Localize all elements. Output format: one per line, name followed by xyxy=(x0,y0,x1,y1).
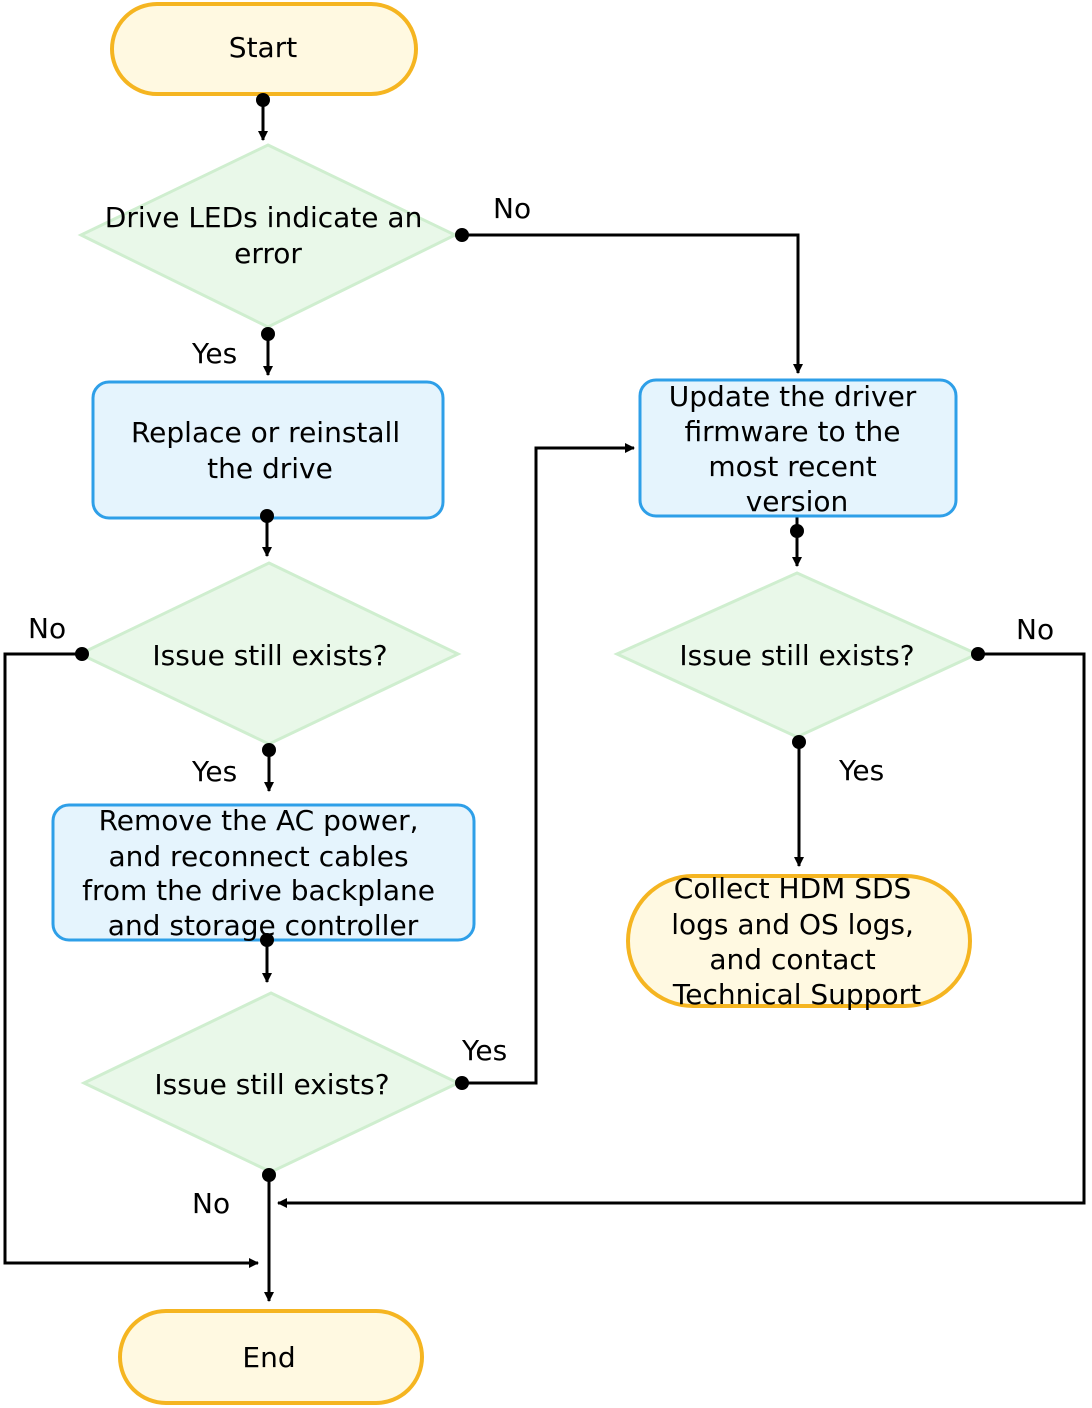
connector-dot xyxy=(455,1076,469,1090)
node-remove-ac-power: Remove the AC power, and reconnect cable… xyxy=(51,803,476,942)
replace-drive-label: Replace or reinstall the drive xyxy=(131,416,409,485)
node-replace-drive: Replace or reinstall the drive xyxy=(91,380,445,520)
process-box xyxy=(91,380,445,520)
edge-label-d4-yes: Yes xyxy=(838,754,884,787)
node-update-firmware: Update the driver firmware to the most r… xyxy=(638,378,958,518)
edge-label-d3-yes: Yes xyxy=(461,1034,507,1067)
end-terminal-shape xyxy=(118,1309,424,1405)
contact-support-label: Collect HDM SDS logs and OS logs, and co… xyxy=(671,872,923,1011)
connector-dot xyxy=(792,735,806,749)
connector-dot xyxy=(262,743,276,757)
edge-label-d3-no: No xyxy=(192,1187,230,1220)
connector-dot xyxy=(262,1168,276,1182)
edge-d3-yes-to-p3 xyxy=(462,443,635,1085)
edge-labels: No Yes No Yes Yes No No Yes xyxy=(28,192,1054,1220)
issue-exists-3-label: Issue still exists? xyxy=(679,639,914,672)
node-contact-support: Collect HDM SDS logs and OS logs, and co… xyxy=(626,872,972,1011)
decision-diamond xyxy=(77,143,459,329)
connector-dot xyxy=(261,327,275,341)
remove-ac-power-label: Remove the AC power, and reconnect cable… xyxy=(82,804,444,942)
edge-label-d2-no: No xyxy=(28,612,66,645)
drive-leds-label: Drive LEDs indicate an error xyxy=(105,201,431,270)
connector-dot xyxy=(260,933,274,947)
node-start: Start xyxy=(110,2,418,96)
contact-support-terminal-shape xyxy=(626,874,972,1008)
connector-dots xyxy=(75,93,985,1182)
connector-dot xyxy=(790,524,804,538)
start-label: Start xyxy=(229,31,297,64)
edge-label-d1-no: No xyxy=(493,192,531,225)
edge-d4-no-to-end xyxy=(277,652,1086,1208)
edge-d2-no-to-end xyxy=(3,652,259,1268)
node-drive-leds-decision: Drive LEDs indicate an error xyxy=(77,143,459,329)
node-issue-exists-3: Issue still exists? xyxy=(613,571,981,739)
process-box xyxy=(638,378,958,518)
edge-label-d2-yes: Yes xyxy=(191,755,237,788)
connector-dot xyxy=(971,647,985,661)
node-end: End xyxy=(118,1309,424,1405)
node-issue-exists-1: Issue still exists? xyxy=(76,561,462,746)
edge-label-d1-yes: Yes xyxy=(191,337,237,370)
edge-d1-no-to-p3 xyxy=(462,233,803,374)
connector-dot xyxy=(260,509,274,523)
connector-dot xyxy=(256,93,270,107)
issue-exists-1-label: Issue still exists? xyxy=(152,639,387,672)
end-label: End xyxy=(242,1341,295,1374)
issue-exists-2-label: Issue still exists? xyxy=(154,1068,389,1101)
update-firmware-label: Update the driver firmware to the most r… xyxy=(669,380,925,518)
node-issue-exists-2: Issue still exists? xyxy=(80,991,462,1174)
connector-dot xyxy=(75,647,89,661)
connector-dot xyxy=(455,228,469,242)
edge-label-d4-no: No xyxy=(1016,613,1054,646)
